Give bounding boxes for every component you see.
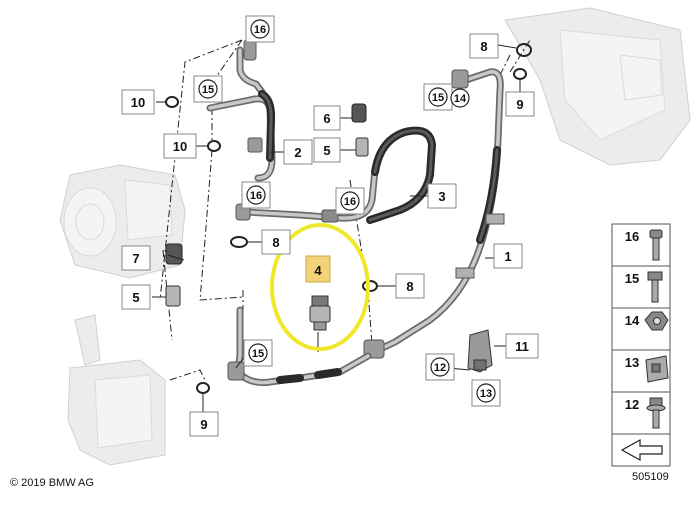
diagram-number: 505109 [632,471,669,483]
svg-text:5: 5 [132,290,139,305]
svg-text:5: 5 [323,143,330,158]
callout-10a[interactable]: 10 [121,89,155,115]
svg-text:8: 8 [406,279,413,294]
svg-text:6: 6 [323,111,330,126]
svg-text:8: 8 [480,39,487,54]
svg-text:16: 16 [254,24,266,36]
hardware-legend: 16 15 14 13 12 [611,223,671,467]
callout-15c[interactable]: 15 [243,339,273,367]
svg-text:3: 3 [438,189,445,204]
callout-2[interactable]: 2 [283,139,313,165]
callout-9b[interactable]: 9 [189,411,219,437]
legend-nav-arrow-icon[interactable] [620,438,663,462]
legend-item-12[interactable]: 12 [625,397,666,429]
legend-item-14[interactable]: 14 [625,311,669,331]
callout-10b[interactable]: 10 [163,133,197,159]
svg-text:14: 14 [625,313,640,328]
cap-part-6 [351,103,367,123]
svg-text:16: 16 [250,190,262,202]
svg-text:13: 13 [480,388,492,400]
background-evaporator-housing [504,7,691,166]
callout-5a[interactable]: 5 [313,137,341,163]
legend-item-16[interactable]: 16 [625,229,663,261]
refrigerant-line-2 [206,39,276,182]
background-compressor [59,164,186,279]
callout-6[interactable]: 6 [313,105,341,131]
refrigerant-line-1 [363,68,505,359]
svg-text:15: 15 [202,84,214,96]
pressure-switch-part-4 [309,295,331,331]
callout-15b[interactable]: 15 [423,83,453,111]
callout-12[interactable]: 12 [425,353,455,381]
svg-text:16: 16 [625,229,639,244]
leader-lines [152,44,521,412]
callout-3[interactable]: 3 [427,183,457,209]
background-heater-unit [67,314,166,466]
svg-text:10: 10 [173,139,187,154]
cap-part-7 [165,243,183,265]
refrigerant-line-3 [235,126,436,224]
svg-text:14: 14 [454,93,467,105]
copyright-text: © 2019 BMW AG [10,477,94,489]
callout-16b[interactable]: 16 [241,181,271,209]
valve-part-5b [165,285,181,307]
refrigerant-line-lower [227,306,372,386]
svg-text:16: 16 [344,196,356,208]
callout-15a[interactable]: 15 [193,75,223,103]
svg-text:2: 2 [294,145,301,160]
callout-4[interactable]: 4 [305,255,331,283]
svg-text:15: 15 [432,92,444,104]
callout-14[interactable]: 14 [450,88,470,108]
callout-1[interactable]: 1 [493,243,523,269]
svg-text:9: 9 [200,417,207,432]
callout-11[interactable]: 11 [505,333,539,359]
callout-16c[interactable]: 16 [335,187,365,215]
legend-item-15[interactable]: 15 [625,271,663,303]
svg-text:15: 15 [252,348,264,360]
callout-13[interactable]: 13 [471,379,501,407]
callout-8a[interactable]: 8 [261,229,291,255]
svg-text:10: 10 [131,95,145,110]
callout-16a[interactable]: 16 [245,15,275,43]
callout-7[interactable]: 7 [121,245,151,271]
callout-9a[interactable]: 9 [505,91,535,117]
svg-text:4: 4 [314,263,322,278]
svg-text:1: 1 [504,249,511,264]
bracket-part-11 [467,329,493,373]
legend-item-13[interactable]: 13 [625,355,669,383]
svg-text:12: 12 [625,397,639,412]
svg-text:15: 15 [625,271,639,286]
callout-8b[interactable]: 8 [469,33,499,59]
svg-text:9: 9 [516,97,523,112]
callout-5b[interactable]: 5 [121,284,151,310]
svg-text:12: 12 [434,362,446,374]
valve-part-5a [355,137,369,157]
svg-text:8: 8 [272,235,279,250]
svg-text:7: 7 [132,251,139,266]
svg-text:11: 11 [515,339,529,354]
callout-8c[interactable]: 8 [395,273,425,299]
highlight-ring [270,223,370,351]
svg-text:13: 13 [625,355,639,370]
